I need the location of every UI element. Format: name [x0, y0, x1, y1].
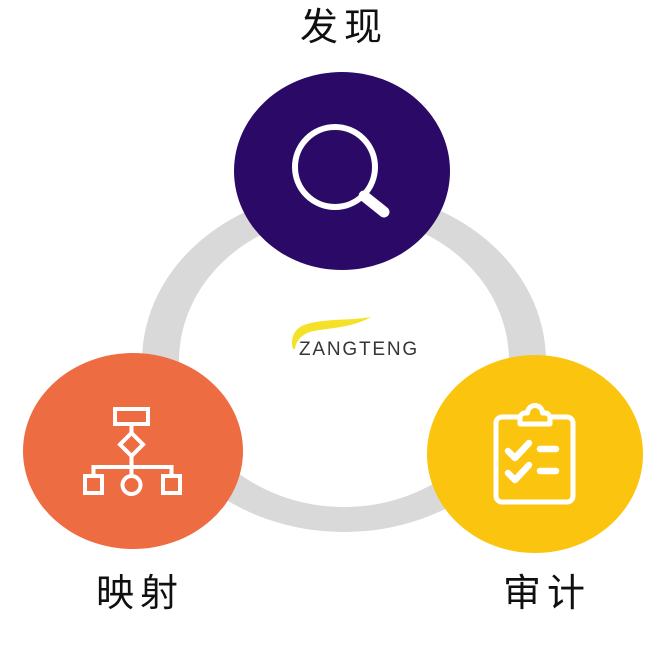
node-mapping	[23, 353, 243, 549]
label-discover: 发现	[299, 7, 389, 49]
label-audit: 审计	[502, 573, 592, 615]
clipboard-clip	[517, 403, 553, 427]
logo-swoosh-icon	[292, 317, 371, 349]
label-mapping: 映射	[95, 573, 185, 615]
magnifier-icon	[292, 124, 390, 218]
flowchart-icon	[83, 406, 182, 496]
logo-text: ZANGTENG	[299, 339, 419, 360]
node-audit	[427, 355, 643, 553]
node-discover	[234, 72, 450, 270]
zangteng-logo: ZANGTENG	[288, 316, 433, 362]
clipboard-checklist-icon	[493, 403, 576, 505]
